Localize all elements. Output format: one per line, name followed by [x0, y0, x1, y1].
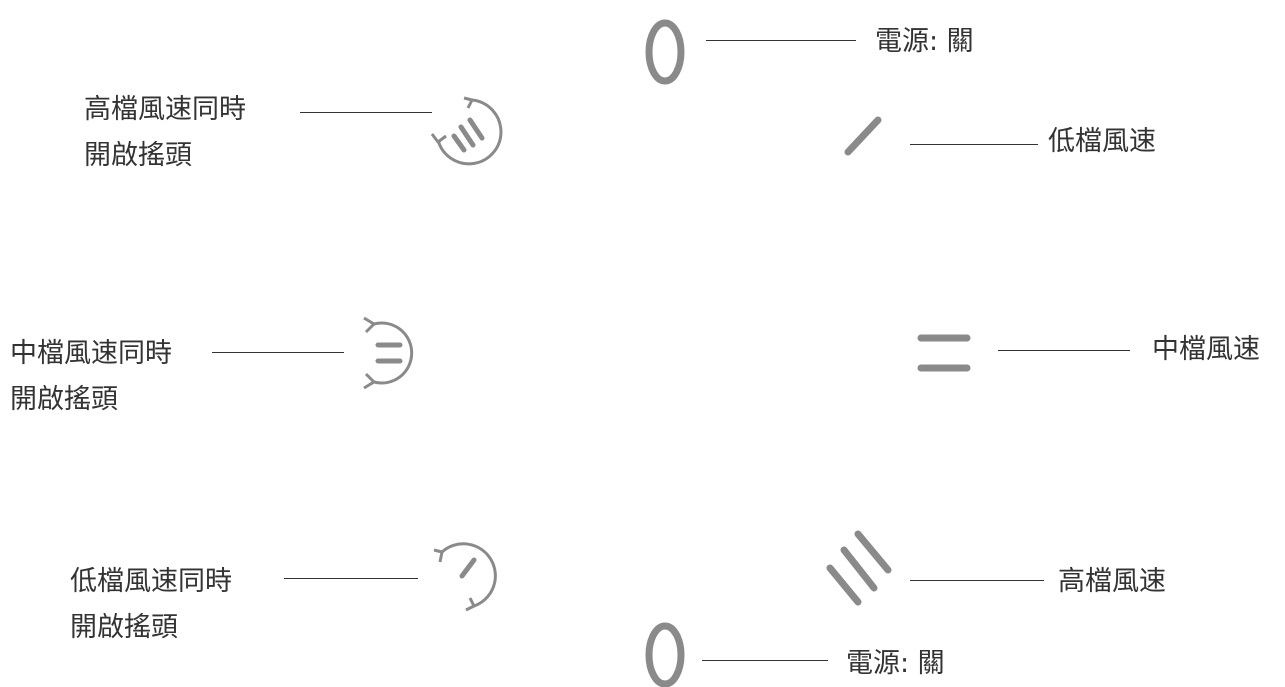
label-low-swing-line1: 低檔風速同時: [70, 566, 232, 597]
label-power-off-bottom: 電源: 關: [846, 648, 945, 679]
low-speed-swing-icon: [433, 542, 497, 612]
low-speed-slash-icon: [844, 116, 882, 156]
high-speed-swing-icon: [430, 96, 503, 166]
power-off-top-icon: [645, 19, 685, 85]
connector-line-power-top: [706, 40, 856, 41]
power-off-bottom-icon: [645, 622, 685, 687]
label-medium-speed: 中檔風速: [1152, 334, 1260, 365]
label-high-swing-line1: 高檔風速同時: [84, 94, 246, 125]
label-high-swing-line2: 開啟搖頭: [84, 140, 192, 171]
medium-speed-double-bar-icon: [917, 334, 971, 372]
connector-line-low-speed: [910, 144, 1038, 145]
medium-speed-swing-icon: [363, 316, 414, 390]
connector-line-low-swing: [284, 578, 418, 579]
label-high-speed: 高檔風速: [1058, 566, 1166, 597]
label-medium-swing-line1: 中檔風速同時: [10, 338, 172, 369]
label-low-speed: 低檔風速: [1048, 126, 1156, 157]
connector-line-high-swing: [300, 112, 432, 113]
label-power-off-top: 電源: 關: [875, 26, 974, 57]
connector-line-power-bottom: [702, 660, 828, 661]
connector-line-high-speed: [910, 580, 1044, 581]
connector-line-medium-speed: [998, 350, 1130, 351]
label-medium-swing-line2: 開啟搖頭: [10, 384, 118, 415]
high-speed-triple-slash-icon: [826, 530, 892, 606]
connector-line-medium-swing: [212, 352, 344, 353]
label-low-swing-line2: 開啟搖頭: [70, 612, 178, 643]
